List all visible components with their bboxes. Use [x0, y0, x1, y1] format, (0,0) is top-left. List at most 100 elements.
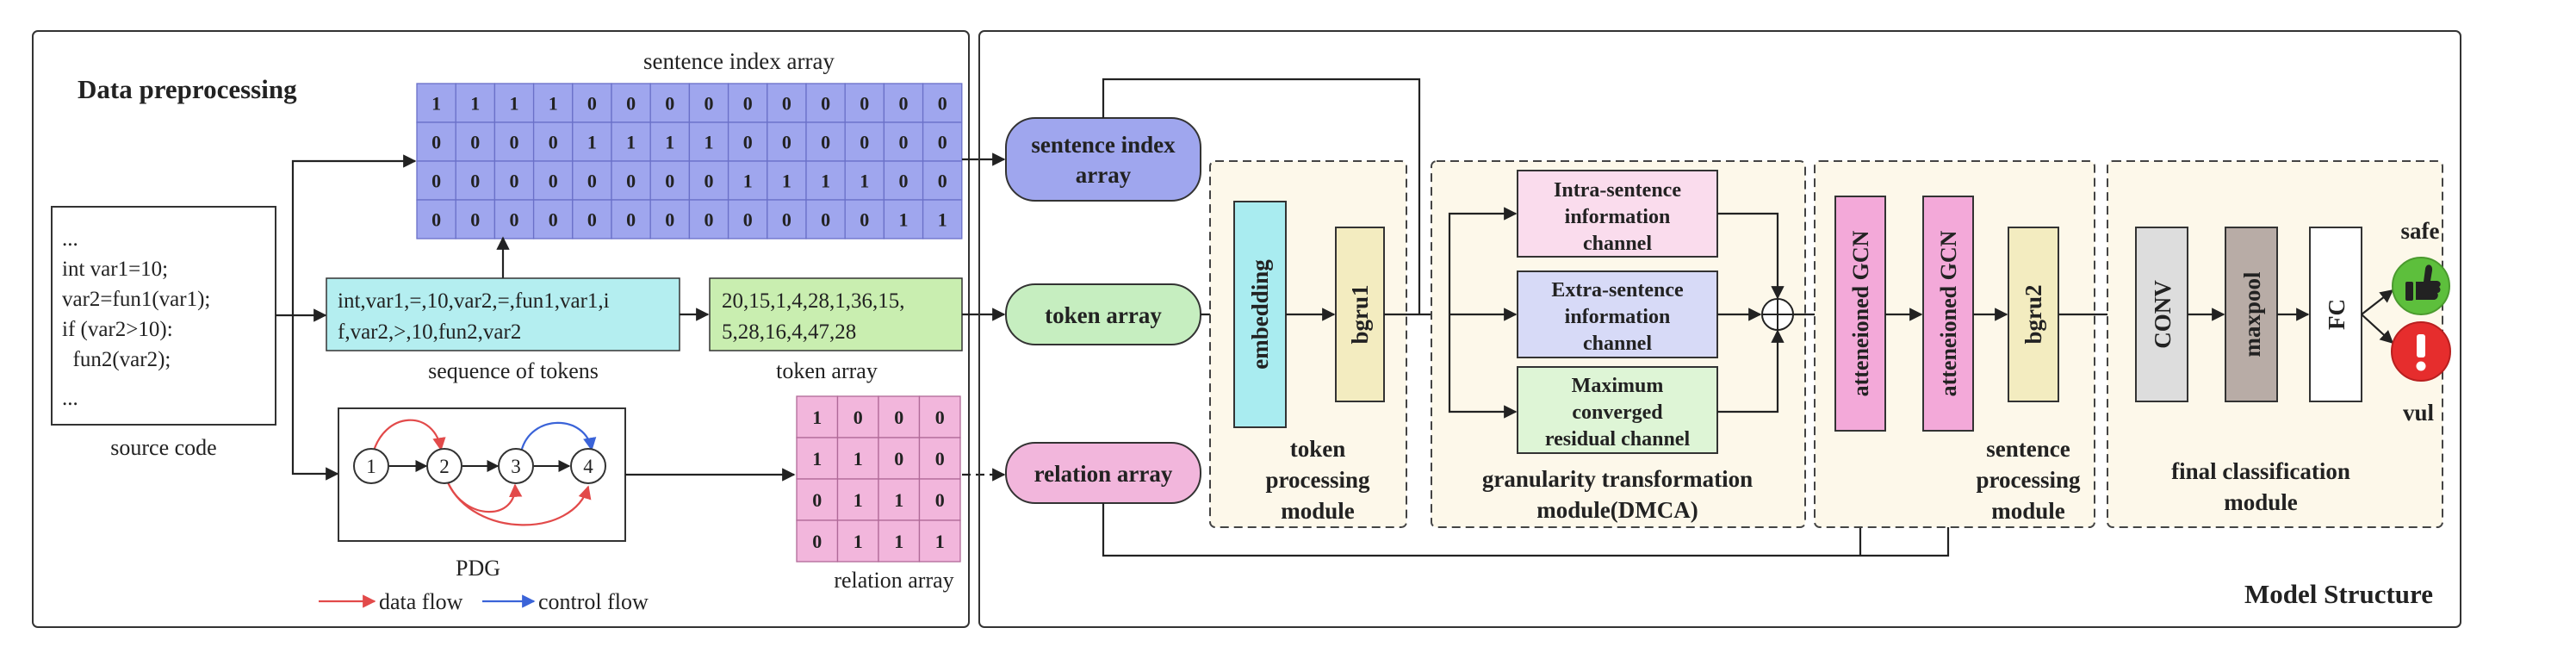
sentence-index-cell: 0: [431, 171, 441, 192]
svg-text:granularity transformation: granularity transformation: [1482, 466, 1753, 492]
sentence-index-cell-bg: [922, 121, 963, 162]
relation-cell: 0: [894, 407, 903, 428]
sentence-index-cell-bg: [883, 199, 924, 239]
svg-text:CONV: CONV: [2150, 280, 2176, 349]
legend-data-flow: data flow: [379, 589, 463, 614]
relation-cell: 1: [812, 407, 822, 428]
sentence-index-cell: 0: [626, 93, 636, 115]
sentence-index-cell-bg: [493, 160, 535, 201]
token-sequence-line: f,var2,>,10,fun2,var2: [338, 320, 521, 344]
sentence-index-cell: 1: [431, 93, 441, 115]
embedding-block: [1233, 201, 1287, 428]
sentence-index-cell: 0: [587, 171, 597, 192]
source-code-caption: source code: [110, 435, 216, 460]
fc-block: [2309, 227, 2362, 402]
svg-text:1: 1: [366, 456, 376, 477]
svg-text:FC: FC: [2324, 299, 2349, 330]
sentence-index-cell: 0: [470, 132, 480, 153]
svg-text:Intra-sentence: Intra-sentence: [1554, 179, 1681, 202]
sentence-index-cell: 0: [626, 209, 636, 231]
intra-sentence-channel: [1517, 170, 1718, 258]
relation-cell-bg: [796, 478, 839, 521]
sentence-index-cell-bg: [883, 83, 924, 123]
sentence-index-cell-bg: [532, 199, 574, 239]
pdg-node: 4: [570, 448, 606, 484]
sentence-index-cell: 0: [705, 171, 714, 192]
sentence-index-cell-bg: [416, 121, 456, 162]
relation-cell: 1: [812, 448, 822, 469]
sentence-index-cell-bg: [922, 199, 963, 239]
sentence-index-cell: 1: [705, 132, 714, 153]
svg-text:atteneioned GCN: atteneioned GCN: [1848, 230, 1873, 396]
svg-text:relation array: relation array: [1034, 461, 1173, 487]
svg-text:2: 2: [439, 456, 450, 477]
sentence-index-cell-bg: [727, 83, 768, 123]
svg-text:module: module: [1991, 498, 2065, 524]
sentence-index-cell: 0: [938, 93, 947, 115]
sentence-index-cell-bg: [416, 199, 456, 239]
sentence-index-cell: 0: [821, 209, 830, 231]
source-code-lines: ... int var1=10; var2=fun1(var1); if (va…: [62, 227, 210, 410]
model-panel: [978, 30, 2461, 628]
relation-cell: 0: [894, 448, 903, 469]
relation-cell: 0: [935, 407, 945, 428]
svg-text:converged: converged: [1572, 401, 1663, 424]
relation-cell: 1: [894, 489, 903, 511]
relation-array-caption: relation array: [834, 568, 953, 593]
sentence-index-cell: 0: [782, 93, 791, 115]
svg-text:3: 3: [511, 456, 521, 477]
token-sequence-box: [326, 277, 680, 351]
sentence-index-title: sentence index array: [643, 48, 835, 74]
sentence-index-cell: 0: [665, 93, 674, 115]
sentence-index-cell-bg: [455, 199, 496, 239]
pdg-legend: data flow control flow: [319, 589, 649, 614]
sentence-index-cell: 0: [510, 132, 519, 153]
sentence-index-cell: 0: [860, 132, 869, 153]
sentence-index-cell: 0: [899, 132, 909, 153]
token-sequence-line: int,var1,=,10,var2,=,fun1,var1,i: [338, 289, 610, 313]
svg-text:module: module: [2224, 489, 2298, 515]
sentence-index-cell: 0: [860, 209, 869, 231]
svg-text:final classification: final classification: [2171, 458, 2350, 484]
source-code-box: [51, 206, 276, 426]
sentence-index-cell-bg: [649, 83, 691, 123]
svg-text:module(DMCA): module(DMCA): [1536, 497, 1698, 523]
sentence-index-cell: 0: [431, 209, 441, 231]
pdg-caption: PDG: [456, 556, 500, 581]
sentence-index-cell-bg: [572, 83, 612, 123]
sentence-index-cell-bg: [767, 121, 807, 162]
svg-text:module: module: [1281, 498, 1355, 524]
sentence-index-cell: 0: [587, 93, 597, 115]
sentence-index-cell-bg: [805, 121, 846, 162]
svg-text:Maximum: Maximum: [1572, 375, 1664, 397]
sentence-index-cell: 0: [743, 93, 753, 115]
relation-cell: 0: [812, 531, 822, 552]
preprocessing-panel: [32, 30, 970, 628]
sentence-index-cell: 0: [470, 209, 480, 231]
sentence-index-cell: 0: [705, 209, 714, 231]
relation-cell: 1: [894, 531, 903, 552]
sentence-index-cell-bg: [611, 121, 651, 162]
sentence-index-cell-bg: [649, 199, 691, 239]
sentence-index-cell: 0: [938, 132, 947, 153]
svg-text:information: information: [1565, 306, 1671, 328]
sentence-index-cell: 1: [938, 209, 947, 231]
relation-cell-bg: [836, 478, 879, 521]
sentence-index-cell: 1: [587, 132, 597, 153]
sentence-index-cell: 1: [470, 93, 480, 115]
svg-text:array: array: [1076, 162, 1132, 188]
svg-text:sentence: sentence: [1986, 436, 2070, 462]
sentence-index-cell-bg: [922, 83, 963, 123]
add-operator-icon: [1761, 298, 1794, 331]
sentence-index-cell-bg: [455, 160, 496, 201]
sentence-index-cell-bg: [611, 160, 651, 201]
sentence-index-cell: 0: [510, 171, 519, 192]
preprocessing-title: Data preprocessing: [78, 74, 297, 104]
svg-text:channel: channel: [1583, 233, 1652, 255]
sentence-index-cell-bg: [532, 160, 574, 201]
sentence-index-cell: 0: [549, 171, 558, 192]
sentence-index-cell: 0: [743, 132, 753, 153]
source-code-line: var2=fun1(var1);: [62, 288, 210, 311]
sentence-index-cell: 1: [665, 132, 674, 153]
